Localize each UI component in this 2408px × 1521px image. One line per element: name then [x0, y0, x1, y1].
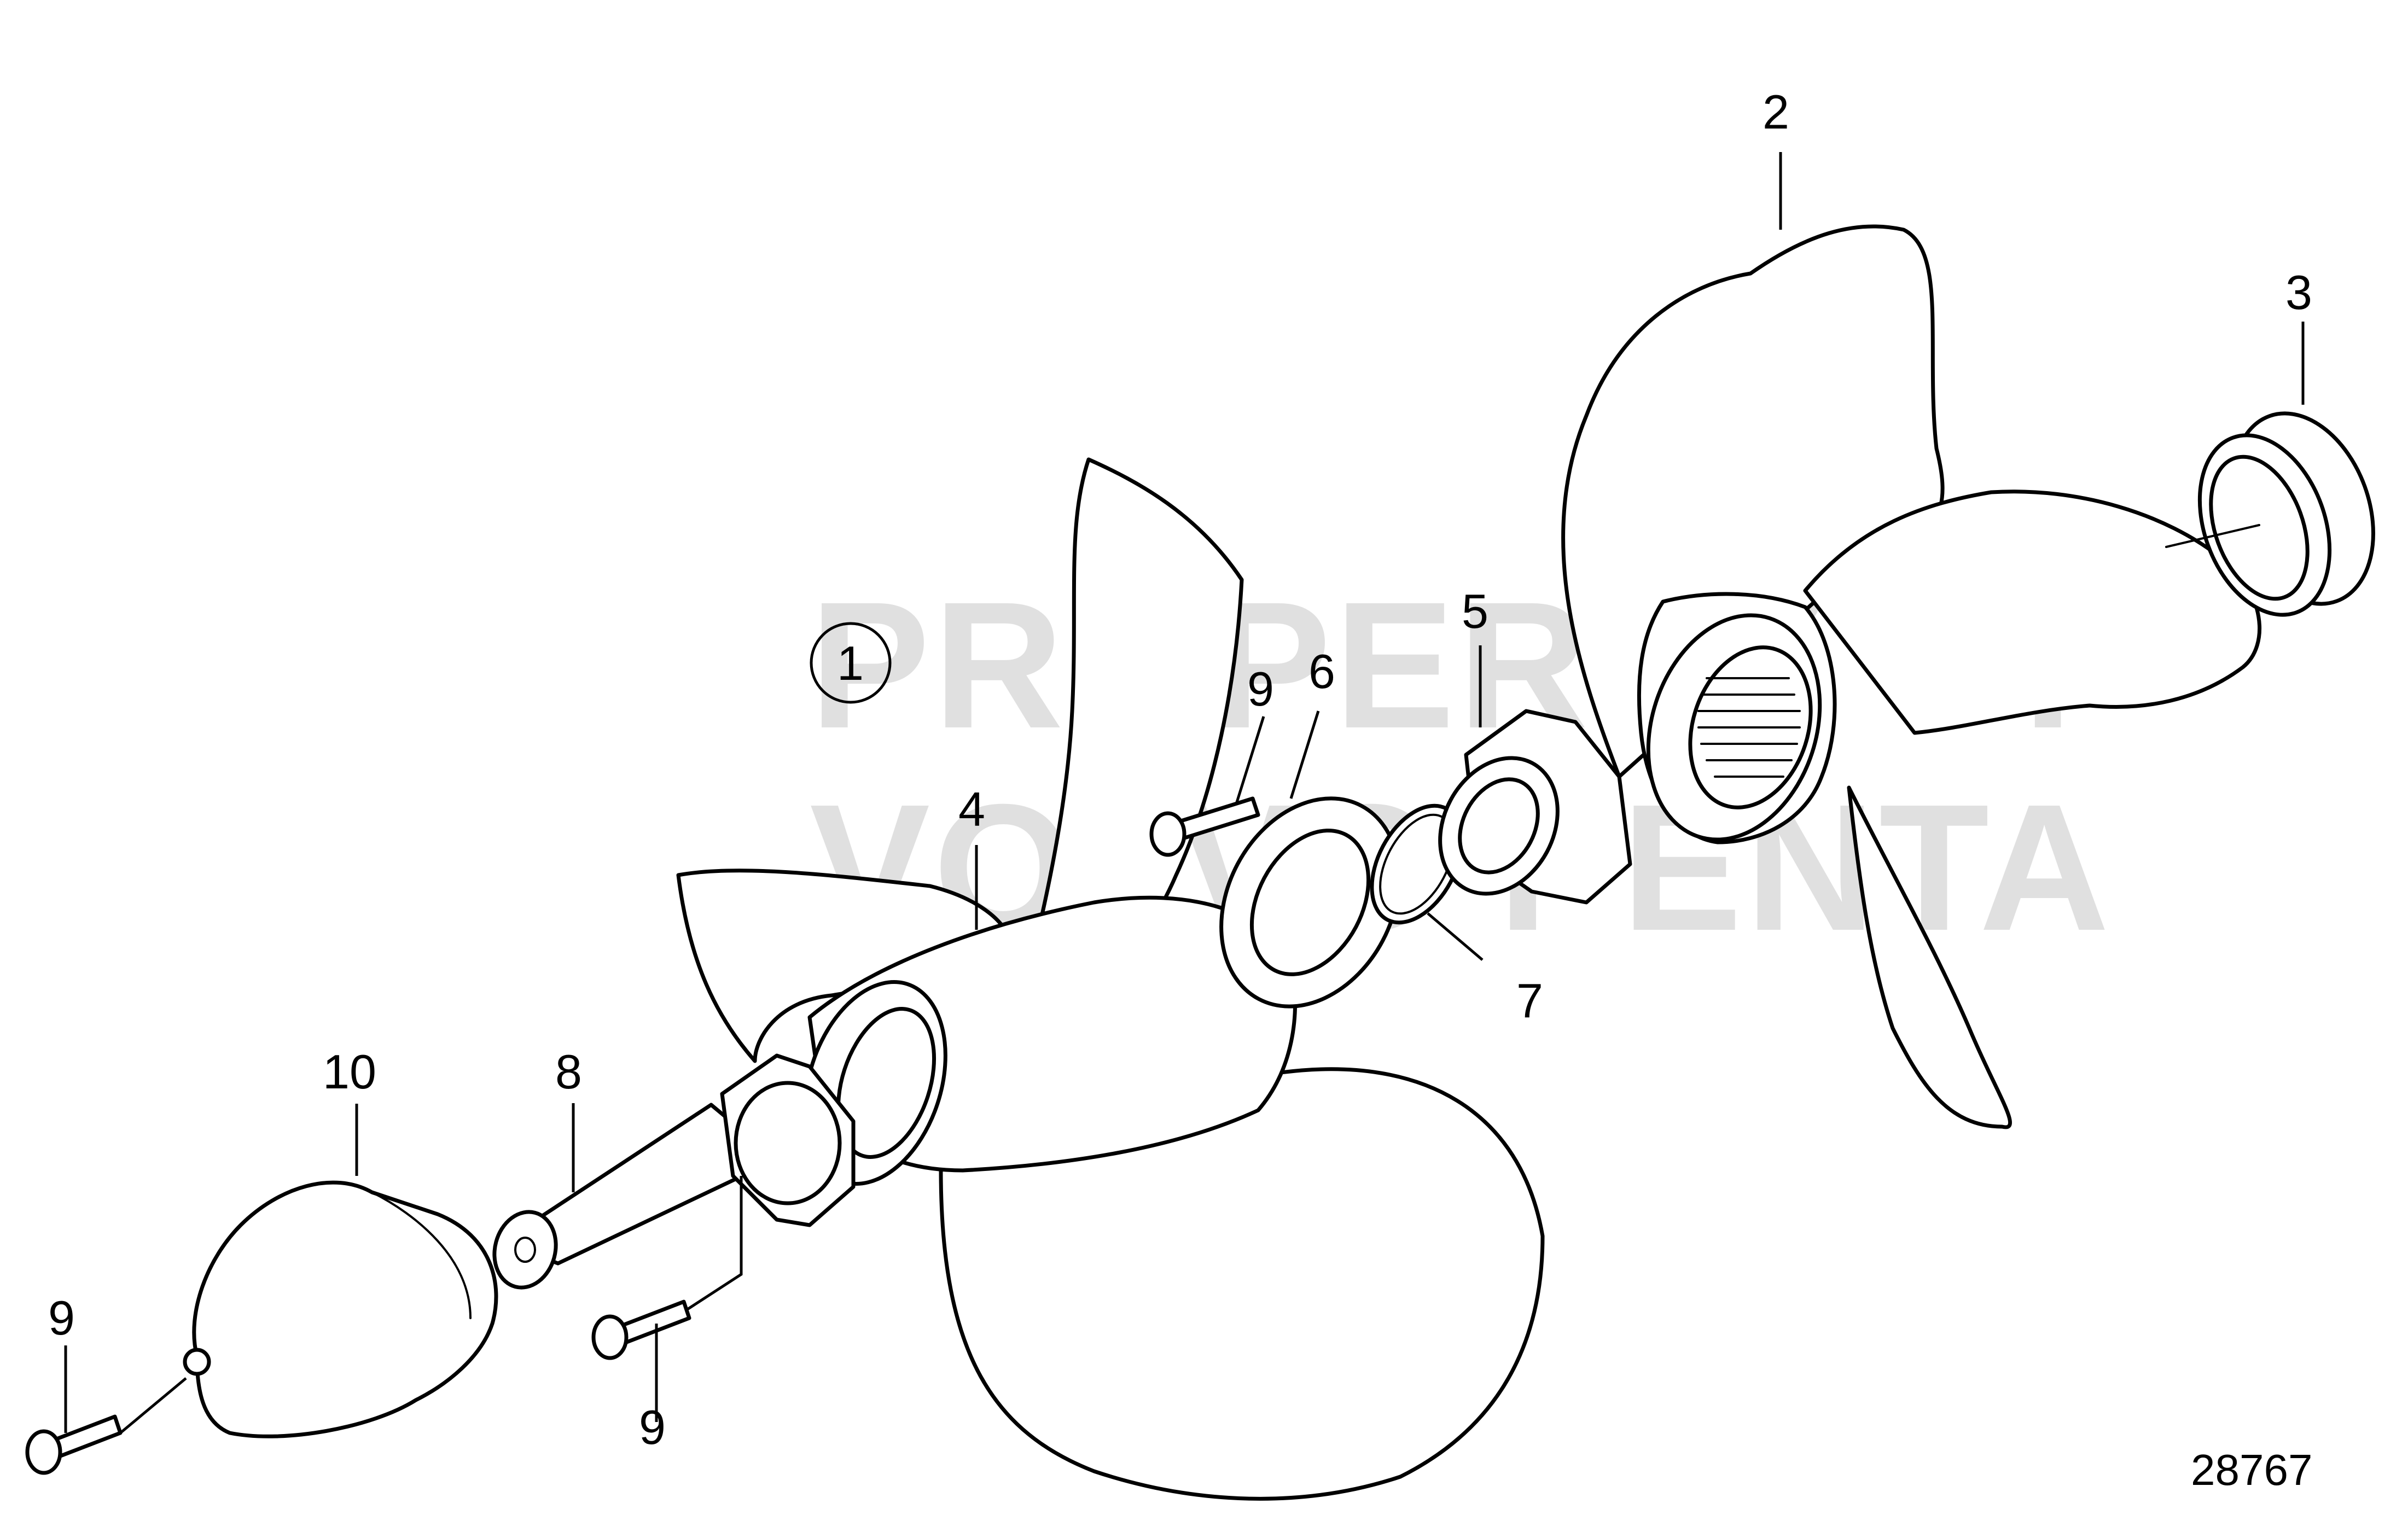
spacer-ring: [2165, 411, 2375, 617]
callout-2: 2: [1763, 85, 1789, 139]
callout-4: 4: [958, 782, 985, 836]
propeller-aft: [1561, 224, 2262, 1129]
assembly-marker-label: 1: [837, 636, 864, 690]
figure-number: 28767: [2191, 1446, 2312, 1494]
callout-9-top: 9: [1247, 662, 1274, 716]
callouts: 2 3 4 5 6 7 8 9 9 9 10: [48, 85, 2312, 1454]
assembly-marker: 1: [810, 622, 892, 704]
callout-10: 10: [323, 1045, 376, 1099]
callout-3: 3: [2285, 265, 2312, 319]
screw-left: [25, 1414, 123, 1475]
callout-9-left: 9: [48, 1291, 75, 1345]
callout-5: 5: [1462, 584, 1488, 638]
cone: [183, 1180, 498, 1438]
callout-6: 6: [1308, 644, 1335, 698]
hub-front: [492, 1053, 856, 1290]
callout-8: 8: [555, 1045, 582, 1099]
spline-hatch: [1697, 677, 1801, 778]
lock-washer: [1219, 796, 1401, 1009]
callout-7: 7: [1516, 974, 1543, 1028]
screw-bottom: [591, 1299, 691, 1360]
leader-lines: [64, 152, 2305, 1434]
hub-rear: [1438, 709, 1632, 905]
screw-top: [1149, 796, 1260, 857]
callout-9-bottom: 9: [639, 1400, 666, 1454]
propeller-front: [676, 457, 1545, 1501]
